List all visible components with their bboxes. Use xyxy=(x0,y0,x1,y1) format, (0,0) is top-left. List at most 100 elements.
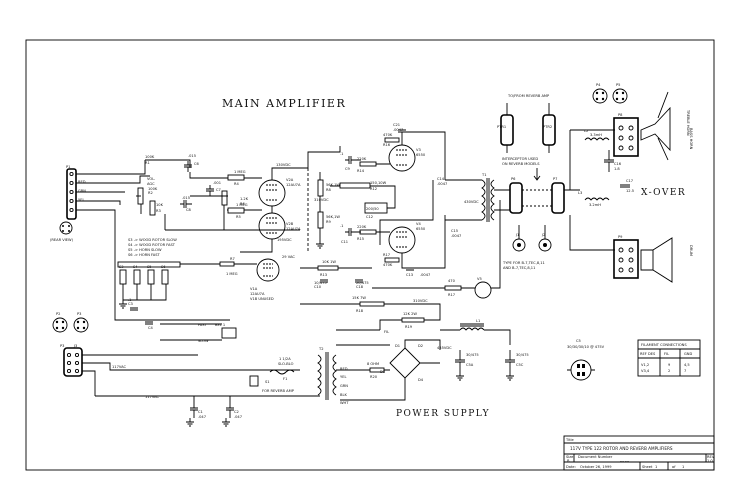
reverb-connectors: PTR1 PTR2 xyxy=(497,103,556,153)
svg-text:R9: R9 xyxy=(326,220,331,224)
svg-text:ON REVERB MODELS: ON REVERB MODELS xyxy=(502,162,540,166)
svg-text:200/50: 200/50 xyxy=(366,207,379,211)
svg-text:8 OHM: 8 OHM xyxy=(367,362,379,366)
svg-text:YEL: YEL xyxy=(340,375,346,379)
r17-resistor xyxy=(384,257,400,263)
svg-text:C18: C18 xyxy=(356,285,364,289)
svg-text:12AU7A: 12AU7A xyxy=(250,292,265,296)
svg-text:D2: D2 xyxy=(418,344,423,348)
svg-text:B: B xyxy=(567,459,570,463)
svg-text:L3: L3 xyxy=(578,191,582,195)
svg-text:117VAC: 117VAC xyxy=(112,365,126,369)
svg-text:R6: R6 xyxy=(240,202,245,206)
title-text: 117V TYPE 122 ROTOR AND REVERB AMPLIFIER… xyxy=(570,446,673,451)
svg-text:REF DES: REF DES xyxy=(640,352,656,356)
r18-resistor xyxy=(384,137,400,143)
svg-text:R20: R20 xyxy=(370,375,378,379)
treble-horn-icon: TREBLE HORN xyxy=(640,91,690,161)
svg-text:3.3mH: 3.3mH xyxy=(590,133,602,137)
svg-text:1.2K: 1.2K xyxy=(240,197,249,201)
c4-capacitor xyxy=(145,321,153,325)
title-power-supply: POWER SUPPLY xyxy=(396,409,490,419)
svg-text:R15: R15 xyxy=(357,237,364,241)
svg-text:.0047: .0047 xyxy=(451,234,461,238)
svg-text:10/475: 10/475 xyxy=(314,281,327,285)
svg-text:TO/FROM REVERB AMP: TO/FROM REVERB AMP xyxy=(507,94,550,98)
svg-text:V5: V5 xyxy=(477,277,482,281)
svg-text:V4: V4 xyxy=(416,222,421,226)
relay-bel1 xyxy=(160,323,237,341)
svg-text:R12: R12 xyxy=(370,187,377,191)
r12-resistor xyxy=(339,182,371,189)
svg-text:1 MEG: 1 MEG xyxy=(236,203,248,207)
svg-text:310VDC: 310VDC xyxy=(413,299,428,303)
svg-text:S4: S4 xyxy=(133,265,138,269)
svg-text:GRN: GRN xyxy=(340,384,348,388)
tube-v4: V4 6550 xyxy=(388,222,426,254)
svg-text:117VAC: 117VAC xyxy=(145,395,159,399)
svg-text:30/475: 30/475 xyxy=(466,353,479,357)
svg-text:C1: C1 xyxy=(198,410,203,414)
svg-text:of: of xyxy=(672,465,676,469)
input-capacitors xyxy=(164,161,300,231)
svg-text:P4: P4 xyxy=(596,83,601,87)
svg-text:J3: J3 xyxy=(73,344,77,348)
svg-text:RED: RED xyxy=(78,180,86,184)
speaker-connector-p8: P8 xyxy=(613,113,639,157)
bass-driver-icon: DRUM xyxy=(640,237,693,283)
svg-text:20/475: 20/475 xyxy=(356,281,369,285)
svg-text:6550: 6550 xyxy=(416,153,426,157)
svg-text:12K 2W: 12K 2W xyxy=(403,312,417,316)
svg-text:10K 1W: 10K 1W xyxy=(322,260,336,264)
svg-text:1 1/2A: 1 1/2A xyxy=(279,357,291,361)
choke-l1: L1 xyxy=(459,319,485,331)
svg-text:P6: P6 xyxy=(511,177,516,181)
power-plug-p3-main: P3 J3 xyxy=(60,344,83,377)
svg-text:D4: D4 xyxy=(418,378,424,382)
svg-text:FIL: FIL xyxy=(384,330,389,334)
connector-p4-p5-top: P4 P5 xyxy=(592,83,628,104)
svg-text:12AU7A: 12AU7A xyxy=(286,183,301,187)
svg-text:SLO-BLO: SLO-BLO xyxy=(278,362,294,366)
svg-text:BEL 1: BEL 1 xyxy=(215,323,225,327)
svg-text:220K: 220K xyxy=(357,225,367,229)
svg-text:R17: R17 xyxy=(448,293,455,297)
svg-text:435VDC: 435VDC xyxy=(437,346,452,350)
r15-resistor xyxy=(359,229,377,235)
svg-text:R4: R4 xyxy=(234,182,239,186)
plate-resistors: 56K,1W R8 56K,1W R9 310VDC xyxy=(314,179,340,229)
svg-text:S6: S6 xyxy=(161,265,166,269)
svg-text:29 VAC: 29 VAC xyxy=(282,255,295,259)
r14-resistor xyxy=(359,161,377,167)
interceptor-connectors: P6 P7 xyxy=(509,168,565,214)
svg-text:L1: L1 xyxy=(476,319,480,323)
svg-text:C14: C14 xyxy=(437,177,445,181)
svg-text:.015: .015 xyxy=(188,154,196,158)
svg-text:P1: P1 xyxy=(66,165,70,169)
svg-text:C3: C3 xyxy=(128,302,133,306)
volume-pot-r2: 10K R3 xyxy=(136,187,164,216)
svg-text:.0047: .0047 xyxy=(437,182,447,186)
svg-text:VOL.: VOL. xyxy=(147,177,155,181)
output-transformer-t1: T1 xyxy=(481,173,495,222)
r7-resistor xyxy=(219,261,235,267)
svg-text:.001: .001 xyxy=(213,181,221,185)
svg-text:430VDC: 430VDC xyxy=(464,200,479,204)
svg-text:1: 1 xyxy=(682,465,684,469)
svg-text:T1: T1 xyxy=(481,173,486,177)
svg-text:C6: C6 xyxy=(194,162,200,166)
svg-text:56K,1W: 56K,1W xyxy=(326,183,340,187)
svg-text:P7: P7 xyxy=(553,177,557,181)
rotor-switches: S3 -> WOOD ROTOR SLOW S4 -> WOOD ROTOR F… xyxy=(114,238,230,321)
svg-text:V3,4: V3,4 xyxy=(641,369,650,373)
svg-text:R16: R16 xyxy=(383,143,391,147)
svg-text:R3: R3 xyxy=(156,209,161,213)
svg-text:.0047: .0047 xyxy=(393,128,403,132)
svg-text:R14: R14 xyxy=(357,169,365,173)
svg-text:P8: P8 xyxy=(618,113,623,117)
svg-text:310VDC: 310VDC xyxy=(314,198,329,202)
svg-text:AGC: AGC xyxy=(147,182,155,186)
svg-text:DRUM: DRUM xyxy=(689,245,693,256)
